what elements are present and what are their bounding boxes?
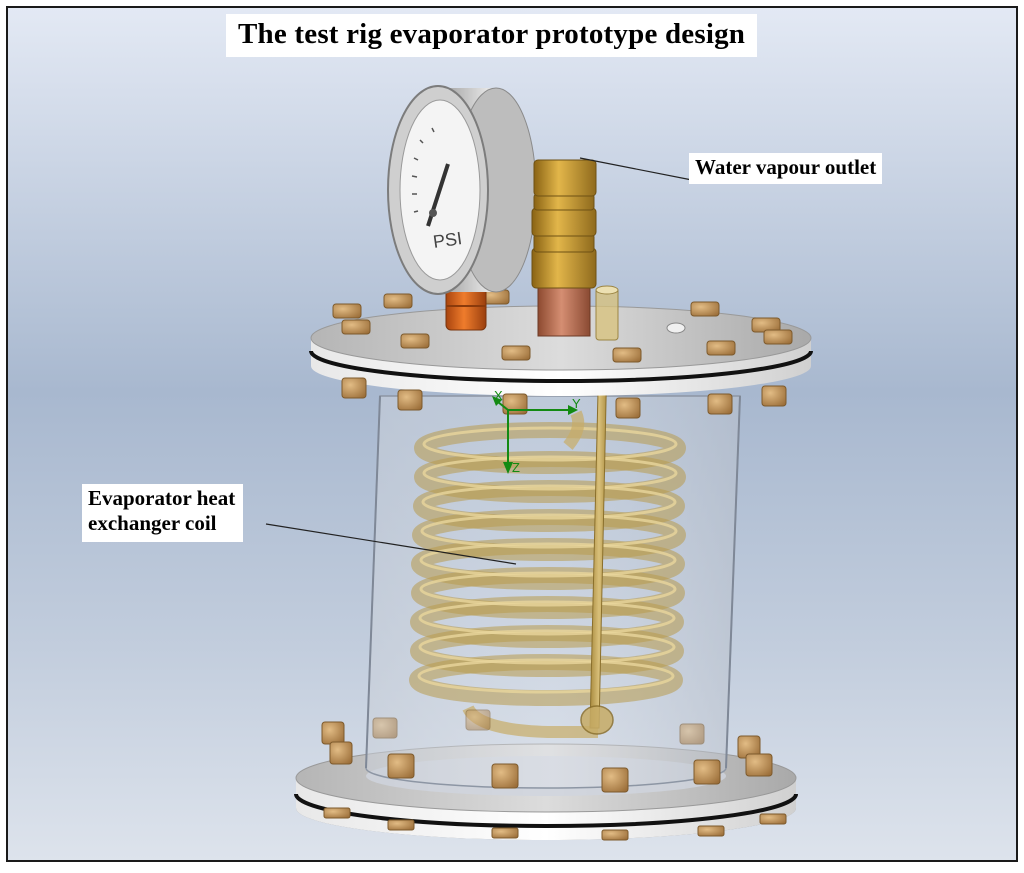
gauge-unit-label: PSI	[432, 228, 464, 252]
coil-leader-line	[265, 523, 517, 565]
water-vapour-outlet	[531, 159, 597, 337]
axis-triad: X Y Z	[492, 388, 581, 475]
top-flange-bolts	[332, 289, 793, 419]
return-tube	[580, 307, 614, 735]
figure-frame: PSI X Y Z	[6, 6, 1018, 862]
coil-label-line-2: exchanger coil	[88, 511, 217, 535]
axis-x-label: X	[494, 388, 503, 403]
coil-label: Evaporator heat exchanger coil	[82, 484, 244, 542]
coil-label-line-1: Evaporator heat	[88, 486, 236, 510]
axis-z-label: Z	[512, 460, 520, 475]
heat-exchanger-coil	[409, 410, 686, 738]
figure-title: The test rig evaporator prototype design	[226, 14, 758, 57]
evaporator-scene: PSI X Y Z	[8, 8, 1016, 860]
outlet-label: Water vapour outlet	[689, 153, 883, 184]
axis-y-label: Y	[572, 396, 581, 411]
top-flange	[309, 305, 813, 396]
pressure-gauge: PSI	[387, 85, 537, 295]
outlet-leader-line	[579, 157, 693, 181]
bottom-flange-bolts	[321, 709, 787, 841]
sight-tube-fitting	[595, 285, 619, 341]
